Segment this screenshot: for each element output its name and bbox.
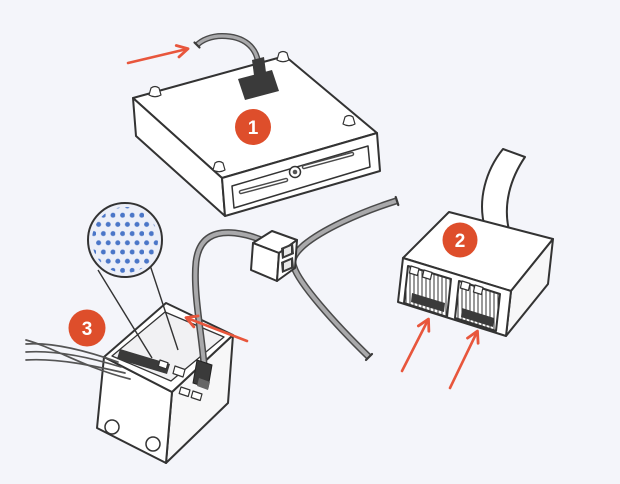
printer-flat-cable [25, 350, 122, 368]
magnifier-callout-line [149, 264, 179, 351]
cable-cut-end [364, 352, 374, 362]
arrow-icon-drawer-cable [126, 44, 190, 65]
printer-flat-cable [25, 358, 126, 374]
magnifier-dot-pattern [92, 207, 158, 273]
magnifier-callout-line [97, 269, 153, 359]
rj12-splitter-illustration [397, 148, 554, 337]
arrow-icon-splitter-port-left [400, 317, 431, 373]
printer-port-row [117, 349, 170, 374]
printer-connector-tab [157, 359, 169, 370]
drawer-foot [276, 50, 290, 63]
connection-cable [289, 195, 400, 362]
drawer-cable-clip [238, 70, 279, 100]
drawer-front-panel [231, 145, 371, 209]
printer-connector-tab [172, 365, 186, 378]
rj12-port [454, 280, 501, 332]
arrow-icon-printer-cable [184, 314, 249, 343]
step-badge-3: 3 [68, 309, 106, 347]
step-badge-2: 2 [442, 222, 478, 258]
drawer-foot [212, 160, 226, 173]
printer-foot-hole [145, 436, 161, 452]
step-number-3: 3 [82, 319, 93, 340]
step-badges: 1 2 3 [68, 109, 478, 347]
drawer-cable-strain-relief [252, 57, 267, 83]
printer-dip-switch [190, 390, 203, 402]
printer-dip-switch [178, 386, 191, 398]
cable-cut-end [193, 41, 201, 49]
cable-cut-end [394, 195, 400, 207]
printer-foot-hole [104, 419, 120, 435]
arrow-icon-splitter-port-right [448, 329, 480, 390]
rj12-port [403, 265, 452, 318]
printer-flat-cable [25, 339, 131, 380]
cable-coupler-illustration [250, 230, 298, 282]
step-badge-1: 1 [235, 109, 271, 145]
magnifier-detail [87, 202, 179, 359]
drawer-foot [342, 114, 356, 127]
receipt-printer-illustration [25, 229, 283, 464]
drawer-foot [148, 85, 162, 98]
splitter-flat-cable [481, 148, 526, 231]
step-number-2: 2 [455, 231, 466, 252]
cash-drawer-illustration [132, 32, 381, 217]
step-number-1: 1 [248, 118, 259, 139]
step-arrows [126, 44, 480, 390]
